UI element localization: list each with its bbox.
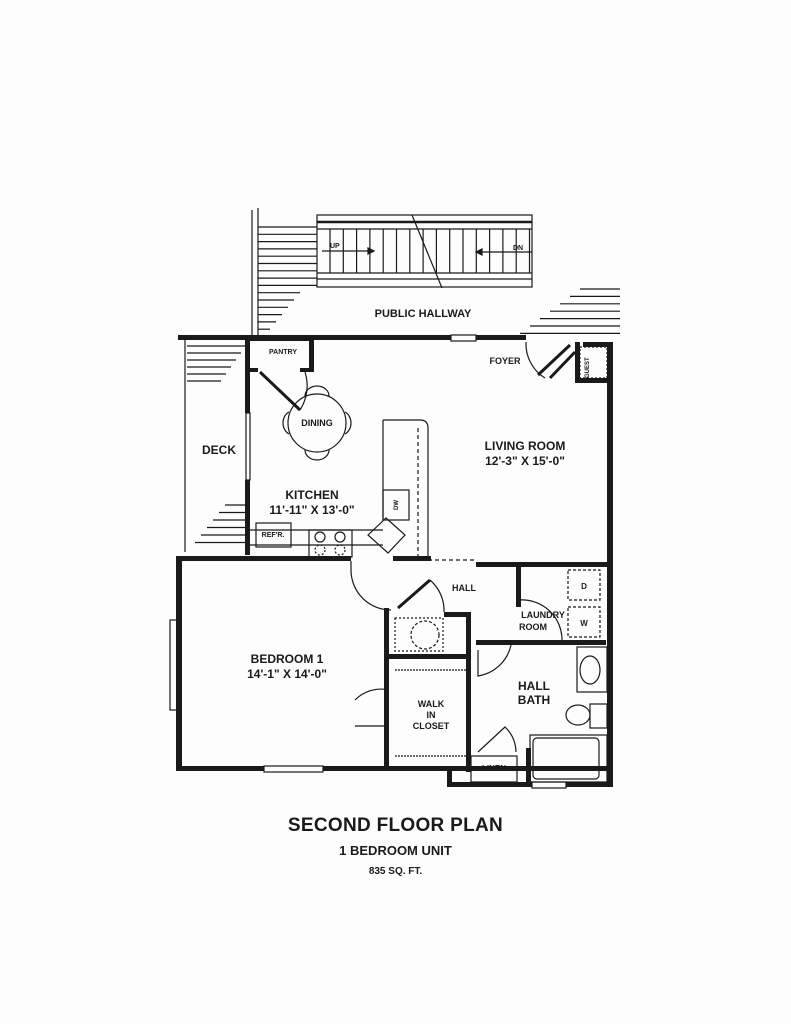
window bbox=[169, 619, 179, 711]
kitchen-counter bbox=[383, 419, 429, 557]
sliding-door[interactable] bbox=[245, 412, 251, 481]
bedroom-name: BEDROOM 1 bbox=[251, 652, 324, 666]
door-swing bbox=[350, 561, 392, 611]
plan-subtitle: 1 BEDROOM UNIT bbox=[339, 843, 452, 858]
bathtub bbox=[529, 734, 608, 783]
living-room-name: LIVING ROOM bbox=[485, 439, 566, 453]
water-heater bbox=[394, 617, 444, 652]
closet-label-line3: CLOSET bbox=[413, 721, 450, 731]
plan-area: 835 SQ. FT. bbox=[368, 866, 423, 877]
foyer-label: FOYER bbox=[489, 356, 521, 366]
refrigerator-label: REF'R. bbox=[262, 532, 285, 539]
deck-label: DECK bbox=[202, 443, 236, 457]
guest-closet-label: GUEST bbox=[585, 357, 591, 378]
linen-label: LINEN bbox=[482, 764, 506, 773]
linen-door[interactable] bbox=[477, 726, 517, 753]
bedroom-door[interactable] bbox=[397, 578, 431, 610]
pantry-door[interactable] bbox=[258, 370, 302, 412]
door-swing bbox=[477, 644, 512, 677]
staircase bbox=[316, 214, 533, 289]
deck-hatching bbox=[184, 340, 246, 552]
walls bbox=[176, 335, 613, 787]
kitchen-name: KITCHEN bbox=[285, 488, 338, 502]
stairs-up-label: UP bbox=[330, 243, 340, 250]
stairs-down-label: DN bbox=[513, 245, 523, 252]
washer bbox=[567, 606, 601, 638]
dining-table bbox=[287, 393, 347, 453]
entry-door[interactable] bbox=[536, 343, 572, 377]
door-swing bbox=[525, 341, 546, 379]
kitchen-sink bbox=[367, 517, 406, 554]
hallway-hatching-left bbox=[251, 208, 317, 337]
closet-door-swing bbox=[354, 688, 390, 701]
washer-label: W bbox=[580, 619, 588, 628]
hall-label: HALL bbox=[452, 583, 476, 593]
guest-closet bbox=[579, 346, 608, 379]
public-hallway-label: PUBLIC HALLWAY bbox=[375, 308, 472, 320]
closet-label-line2: IN bbox=[427, 710, 436, 720]
bedroom-size: 14'-1" X 14'-0" bbox=[247, 667, 327, 681]
window bbox=[531, 781, 567, 789]
closet-label-line1: WALK bbox=[418, 699, 445, 709]
guest-closet-door[interactable] bbox=[548, 350, 577, 380]
dryer-label: D bbox=[581, 582, 587, 591]
window bbox=[450, 334, 477, 342]
dining-label: DINING bbox=[301, 418, 333, 428]
hall-bath-label-line1: HALL bbox=[518, 679, 550, 693]
dishwasher bbox=[382, 489, 410, 521]
door-swing bbox=[518, 599, 563, 641]
linen-closet bbox=[470, 755, 518, 783]
kitchen-size: 11'-11" X 13'-0" bbox=[269, 503, 354, 517]
window bbox=[263, 765, 324, 773]
refrigerator bbox=[255, 522, 292, 548]
laundry-label-line2: ROOM bbox=[519, 622, 547, 632]
hall-bath-label-line2: BATH bbox=[518, 693, 550, 707]
vanity bbox=[576, 646, 608, 693]
toilet bbox=[565, 704, 591, 726]
dryer bbox=[567, 569, 601, 601]
dishwasher-label: DW bbox=[394, 500, 400, 510]
stove bbox=[308, 529, 353, 558]
hallway-hatching-right bbox=[520, 288, 620, 334]
plan-title: SECOND FLOOR PLAN bbox=[287, 815, 504, 836]
living-room-size: 12'-3" X 15'-0" bbox=[485, 454, 565, 468]
pantry-label: PANTRY bbox=[269, 349, 297, 356]
laundry-label-line1: LAUNDRY bbox=[521, 610, 565, 620]
